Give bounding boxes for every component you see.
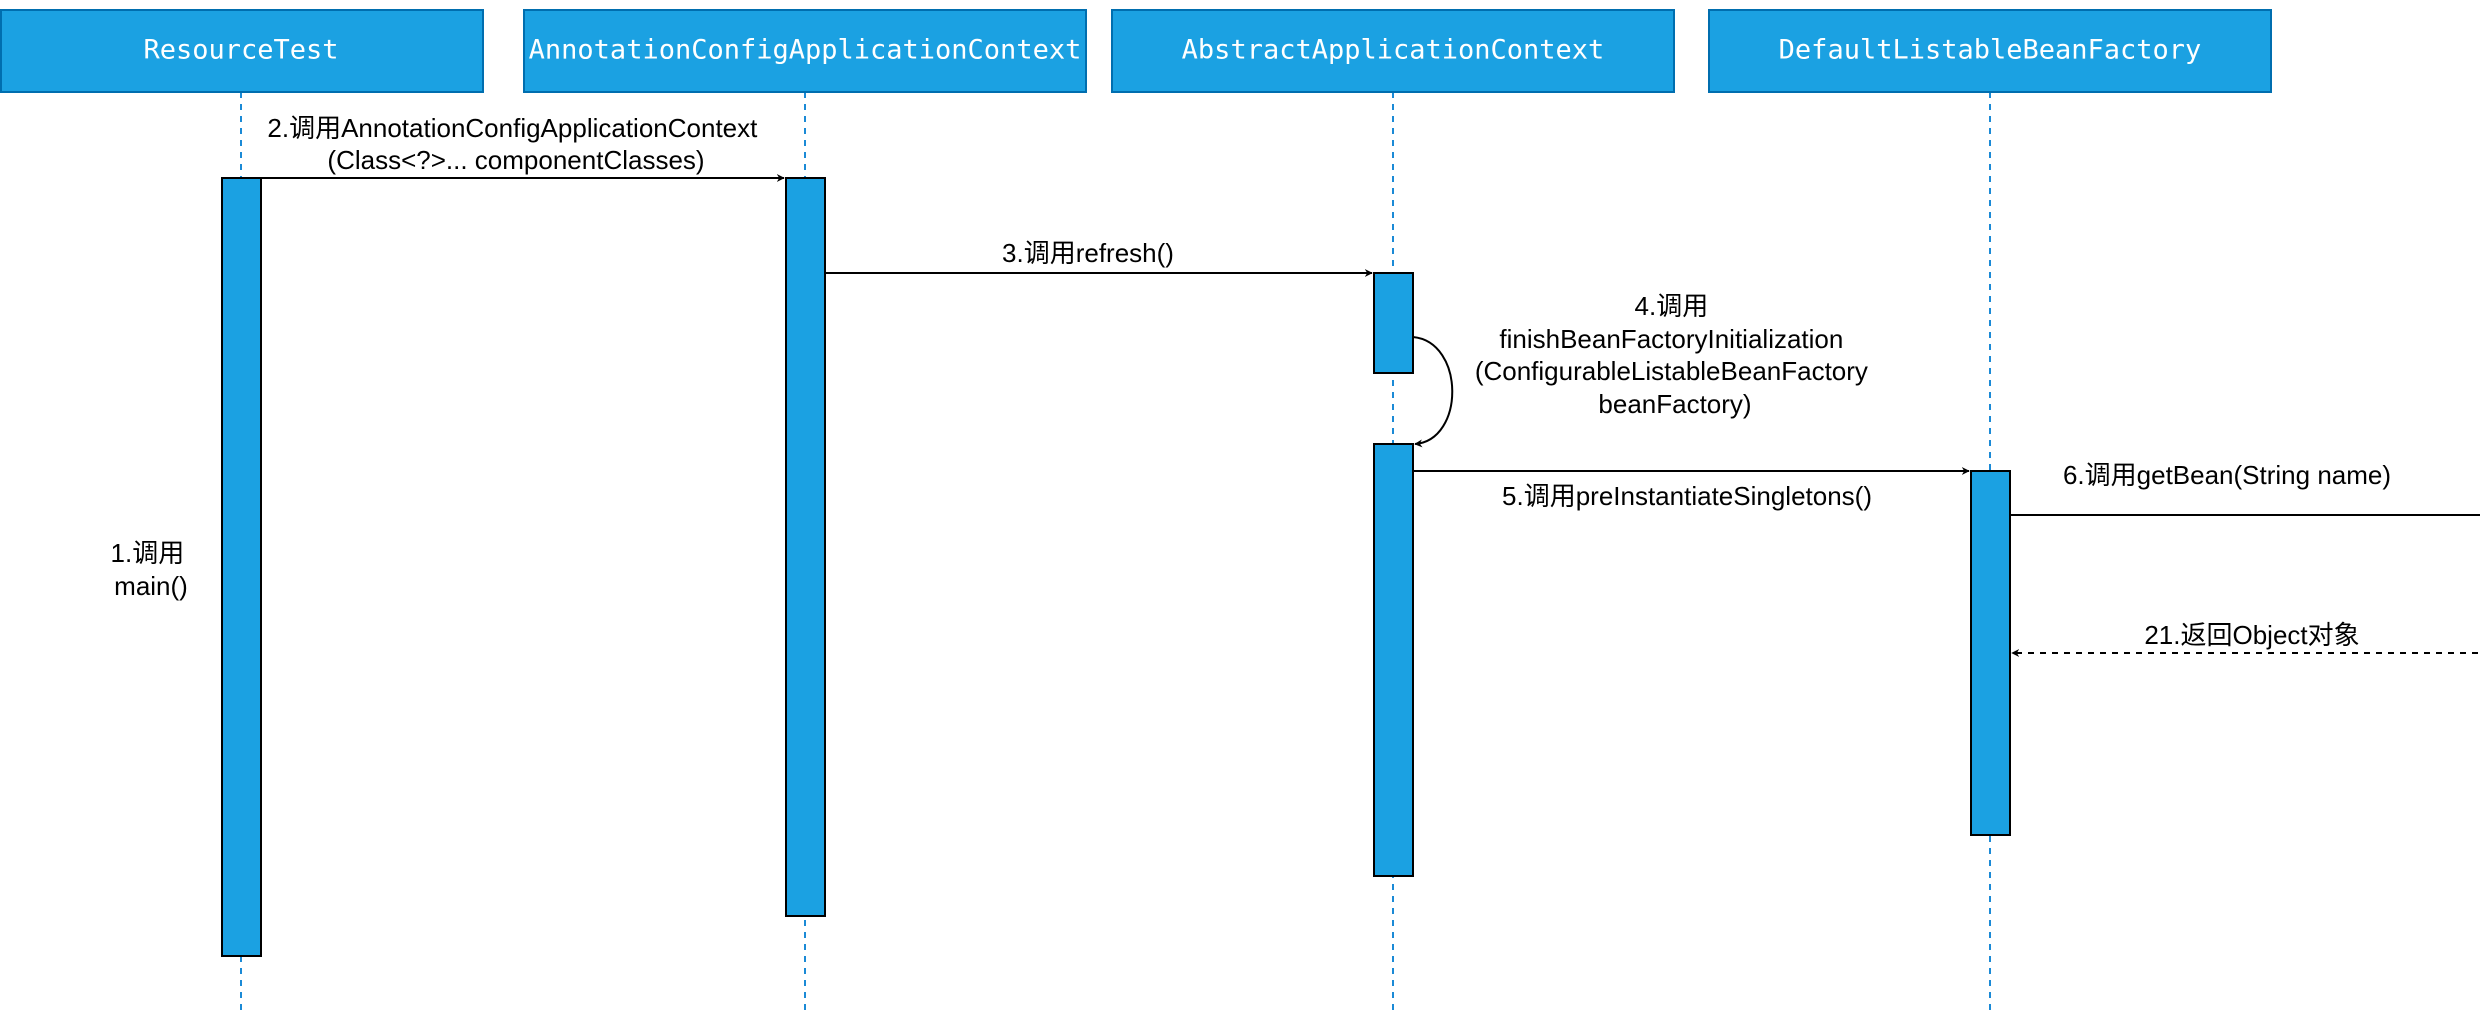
participant-label: AbstractApplicationContext — [1182, 35, 1605, 66]
message-arrow-4-self — [1412, 336, 1454, 448]
participant-bean-factory: DefaultListableBeanFactory — [1708, 9, 2272, 93]
activations — [221, 177, 2011, 957]
message-label-6: 6.调用getBean(String name) — [2063, 460, 2391, 490]
participant-annotation-ctx: AnnotationConfigApplicationContext — [523, 9, 1087, 93]
activation-resource-test — [221, 177, 262, 957]
participant-label: DefaultListableBeanFactory — [1779, 35, 2202, 66]
lifelines — [240, 92, 1991, 1014]
activation-annotation-ctx — [785, 177, 826, 917]
message-label-21: 21.返回Object对象 — [2144, 620, 2359, 650]
participant-label: AnnotationConfigApplicationContext — [529, 35, 1082, 66]
participant-abstract-ctx: AbstractApplicationContext — [1111, 9, 1675, 93]
participants: ResourceTest AnnotationConfigApplication… — [0, 9, 2272, 93]
participant-resource-test: ResourceTest — [0, 9, 484, 93]
message-label-2: 2.调用AnnotationConfigApplicationContext (… — [267, 113, 764, 175]
activation-bean-factory — [1970, 470, 2011, 836]
message-label-3: 3.调用refresh() — [1002, 238, 1174, 268]
activation-abstract-ctx-refresh — [1373, 272, 1414, 374]
participant-label: ResourceTest — [143, 35, 338, 66]
message-label-4: 4.调用 finishBeanFactoryInitialization (Co… — [1475, 291, 1875, 419]
messages — [261, 174, 2480, 657]
activation-abstract-ctx-finish — [1373, 443, 1414, 877]
message-label-1: 1.调用 main() — [111, 538, 192, 601]
message-label-5: 5.调用preInstantiateSingletons() — [1502, 481, 1872, 511]
message-labels: 1.调用 main() 2.调用AnnotationConfigApplicat… — [111, 113, 2391, 650]
